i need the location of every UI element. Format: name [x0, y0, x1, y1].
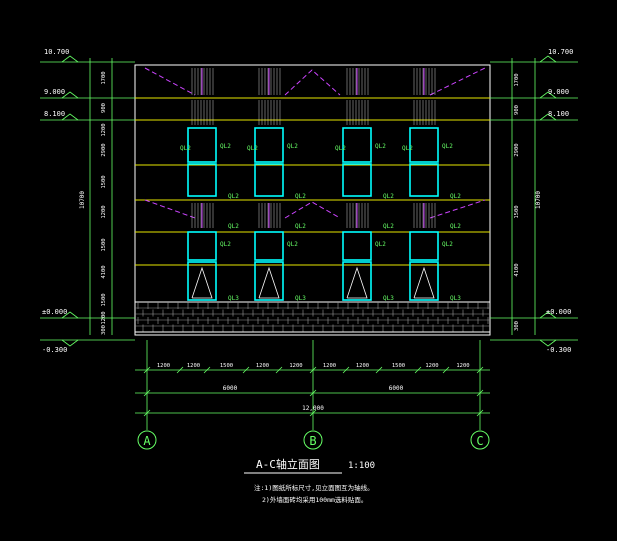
left-dim-value: 1500 [101, 238, 107, 251]
axis-label-b: B [309, 434, 316, 448]
window-label: QL2 [442, 143, 453, 150]
window-label: QL2 [375, 143, 386, 150]
bottom-dim-total: 12,000 [302, 405, 324, 412]
bottom-dim-ticks [143, 366, 484, 417]
drawing-title: A-C轴立面图 [256, 457, 320, 471]
elev-left-2: 9.000 [44, 88, 65, 96]
bottom-dim-value: 1500 [220, 363, 233, 369]
window-label: QL2 [295, 193, 306, 200]
window-side-label: QL2 [335, 145, 346, 152]
axis-bubble-a [137, 430, 157, 450]
window-label: QL2 [287, 143, 298, 150]
elev-right-5: -0.300 [546, 346, 571, 354]
right-dim-value: 2900 [514, 143, 520, 156]
base-hatching [135, 302, 490, 332]
left-dim-value: 1200 [101, 311, 107, 324]
left-dim-value: 2900 [101, 143, 107, 156]
window-label: QL2 [228, 193, 239, 200]
elev-right-4: ±0.000 [546, 308, 571, 316]
bottom-dim-value: 1200 [187, 363, 200, 369]
elev-right-3: 8.100 [548, 110, 569, 118]
window-side-label: QL2 [402, 145, 413, 152]
bottom-dim-value: 1500 [392, 363, 405, 369]
roof-diagonals [144, 67, 486, 219]
window-label: QL2 [375, 241, 386, 248]
axis-label-c: C [476, 434, 483, 448]
left-dim-value: 1700 [101, 71, 107, 84]
left-dim-value: 1200 [101, 205, 107, 218]
window-label: QL2 [295, 223, 306, 230]
bottom-dim-value: 1200 [456, 363, 469, 369]
bottom-row1-texts: 1200 1200 1500 1200 1200 1200 1200 1500 1200 1200 [157, 363, 470, 369]
window-label: QL2 [442, 241, 453, 248]
left-dim-value: 1500 [101, 293, 107, 306]
bottom-dim-value: 1200 [356, 363, 369, 369]
right-dim-value: 900 [514, 105, 520, 115]
elev-left-5: -0.300 [42, 346, 67, 354]
bottom-dim-value: 1200 [157, 363, 170, 369]
elev-right-2: 9.000 [548, 88, 569, 96]
window-label: QL3 [295, 295, 306, 302]
bottom-dim-value: 1200 [289, 363, 302, 369]
right-dim-value: 4100 [514, 263, 520, 276]
left-dim-value: 1200 [101, 123, 107, 136]
window-label: QL3 [228, 295, 239, 302]
elev-left-1: 10.700 [44, 48, 69, 56]
bottom-dim-6000-right: 6000 [389, 385, 404, 392]
left-dim-value: 1500 [101, 175, 107, 188]
window-label: QL2 [450, 223, 461, 230]
left-dim-total: 10700 [79, 191, 86, 209]
axis-label-a: A [143, 434, 151, 448]
window-label: QL2 [383, 193, 394, 200]
window-label: QL2 [287, 241, 298, 248]
axis-bubble-b [303, 430, 323, 450]
right-dim-total: 10700 [535, 191, 542, 209]
bottom-dimension [135, 340, 490, 430]
right-dim-value: 300 [514, 321, 520, 331]
right-dimension [490, 58, 578, 341]
elev-right-1: 10.700 [548, 48, 573, 56]
right-dim-value: 1500 [514, 205, 520, 218]
left-dim-texts: 1700900120029001500120015004100150012003… [79, 71, 107, 335]
bottom-dim-6000-left: 6000 [223, 385, 238, 392]
elevation-markers [61, 55, 557, 347]
window-label: QL2 [228, 223, 239, 230]
note-line-1: 注:1)图纸所标尺寸,见立面图互为轴线。 [254, 483, 374, 492]
bottom-dim-value: 1200 [256, 363, 269, 369]
left-dim-value: 900 [101, 103, 107, 113]
note-line-2: 2)外墙面砖均采用100mm选料贴面。 [262, 495, 367, 504]
left-dim-value: 4100 [101, 265, 107, 278]
right-dim-value: 1700 [514, 73, 520, 86]
left-dim-value: 300 [101, 325, 107, 335]
window-side-label: QL2 [247, 145, 258, 152]
axis-bubbles [137, 430, 490, 450]
left-dimension [40, 58, 135, 341]
bottom-dim-value: 1200 [323, 363, 336, 369]
window-label: QL2 [383, 223, 394, 230]
axis-bubble-c [470, 430, 490, 450]
window-label: QL3 [383, 295, 394, 302]
elev-left-3: 8.100 [44, 110, 65, 118]
window-label: QL3 [450, 295, 461, 302]
window-label: QL2 [220, 143, 231, 150]
window-label: QL2 [220, 241, 231, 248]
right-dim-texts: 1700 900 2900 1500 4100 300 10700 [514, 73, 542, 331]
window-side-label: QL2 [180, 145, 191, 152]
window-label: QL2 [450, 193, 461, 200]
drawing-scale: 1:100 [348, 461, 375, 471]
bottom-dim-value: 1200 [425, 363, 438, 369]
elev-left-4: ±0.000 [42, 308, 67, 316]
